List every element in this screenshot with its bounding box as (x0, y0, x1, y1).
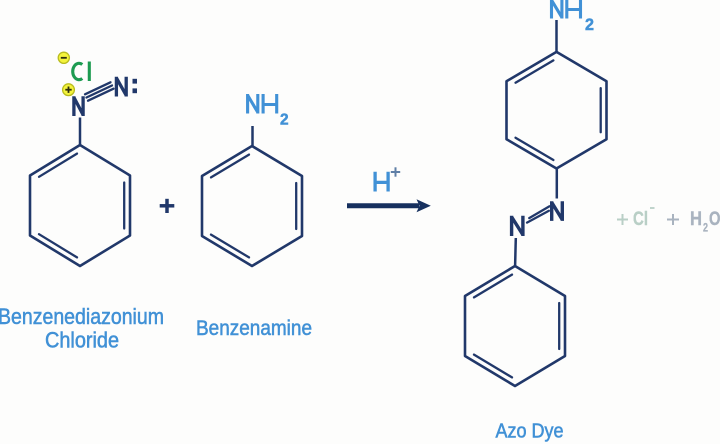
svg-text:Benzenamine: Benzenamine (196, 316, 312, 340)
svg-text:H: H (690, 208, 702, 230)
svg-text:Cl: Cl (633, 208, 648, 230)
svg-text:Azo Dye: Azo Dye (496, 421, 564, 443)
svg-text:2: 2 (703, 221, 708, 235)
svg-text:O: O (709, 208, 720, 230)
svg-text:2: 2 (585, 15, 594, 34)
svg-text:2: 2 (280, 112, 289, 129)
svg-text:Benzenediazonium: Benzenediazonium (0, 304, 164, 329)
svg-text:Chloride: Chloride (45, 328, 119, 353)
